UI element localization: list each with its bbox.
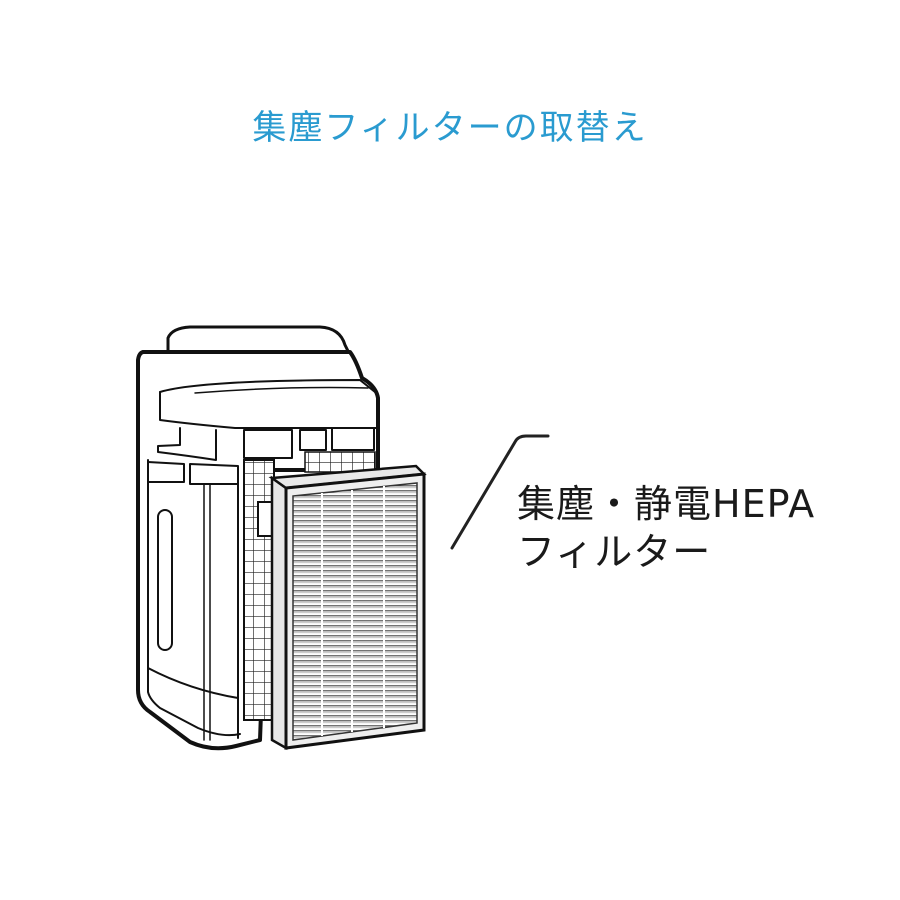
page-title: 集塵フィルターの取替え <box>252 108 648 148</box>
callout-line-2: フィルター <box>517 530 712 574</box>
filter-callout-label: 集塵・静電HEPA フィルター <box>517 480 815 576</box>
callout-line-1: 集塵・静電HEPA <box>517 482 816 526</box>
hepa-filter <box>268 464 427 751</box>
callout-leader-line <box>450 434 550 550</box>
rear-grid-panel <box>243 451 376 721</box>
